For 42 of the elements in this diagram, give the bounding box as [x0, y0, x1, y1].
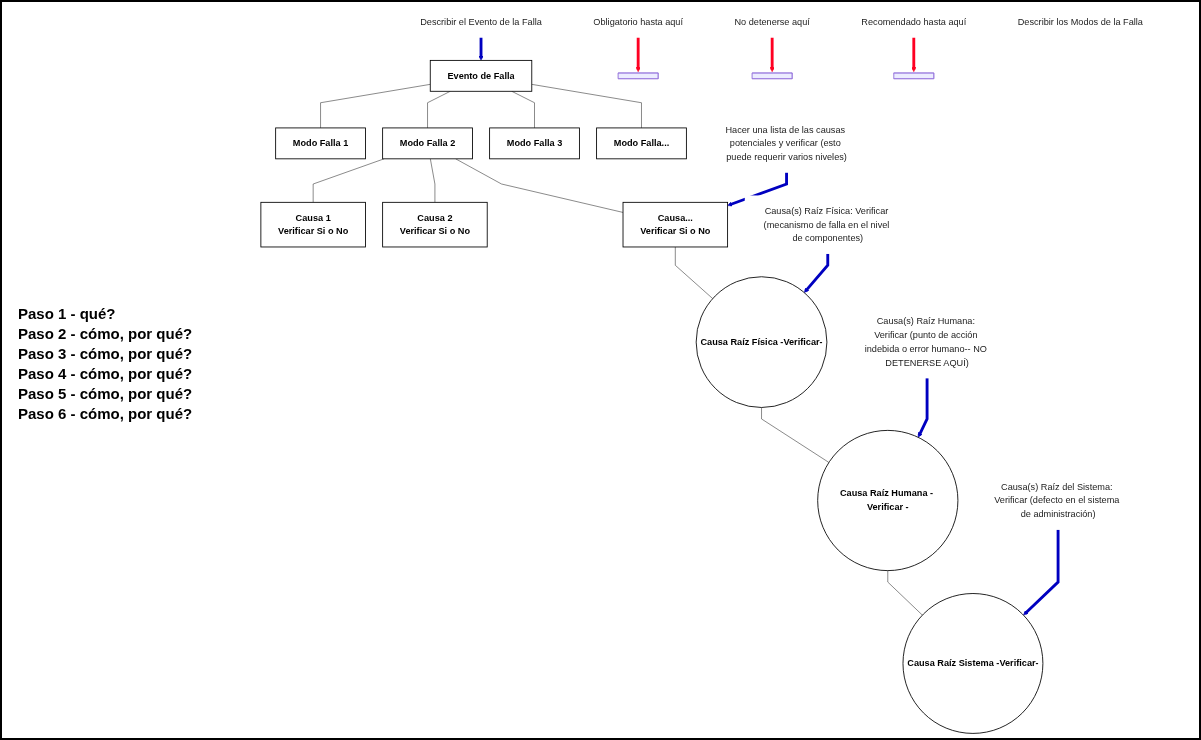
node-text: Causa(s) Raíz del Sistema: Verificar (defecto en el sistema de administración): [994, 481, 1120, 519]
node-text: Obligatorio hasta aquí: [593, 16, 683, 27]
arrow: [804, 253, 830, 293]
step-text: Paso 4 - cómo, por qué?: [18, 365, 194, 382]
node-box: Modo Falla...: [596, 127, 687, 160]
node-circle: Causa Raíz Sistema -Verificar-: [902, 593, 1044, 734]
node-text: Causa(s) Raíz Física: Verificar (mecanismo de falla en el nivel de componentes): [763, 205, 890, 243]
node-box: Causa... Verificar Si o No: [622, 201, 729, 248]
node-box: Causa 2 Verificar Si o No: [382, 201, 488, 248]
node-box: Modo Falla 1: [275, 127, 366, 160]
connector: [430, 158, 436, 203]
node-text: Hacer una lista de las causas potenciales y verificar (esto puede requerir varios niveles): [725, 124, 847, 162]
arrow: [917, 378, 929, 438]
step-text: Paso 6 - cómo, por qué?: [18, 405, 194, 422]
node-text: Causa(s) Raíz Humana: Verificar (punto de acción indebida o error humano-- NO DETENERSE AQUÍ): [864, 316, 987, 368]
node-box: Causa 1 Verificar Si o No: [260, 201, 366, 248]
connector: [675, 246, 713, 299]
step-text: Paso 5 - cómo, por qué?: [18, 385, 194, 402]
connector: [887, 570, 923, 616]
node-box: Modo Falla 3: [489, 127, 580, 160]
connector: [761, 407, 830, 463]
node-box: Evento de Falla: [429, 59, 533, 92]
connector: [531, 84, 642, 129]
step-text: Paso 1 - qué?: [18, 305, 117, 322]
connector: [312, 158, 385, 203]
connector: [455, 158, 624, 213]
node-text: No detenerse aquí: [734, 16, 810, 27]
node-box: Modo Falla 2: [382, 127, 473, 160]
node-text: Describir los Modos de la Falla: [1017, 16, 1143, 27]
step-text: Paso 2 - cómo, por qué?: [18, 325, 194, 342]
node-circle: Causa Raíz Física -Verificar-: [695, 276, 828, 408]
node-text: Describir el Evento de la Falla: [420, 16, 542, 27]
connector: [320, 84, 431, 129]
node-circle: Causa Raíz Humana - Verificar -: [817, 429, 959, 572]
arrow: [1023, 529, 1060, 616]
arrow: [635, 37, 641, 73]
arrow: [727, 172, 788, 207]
arrow: [911, 37, 917, 73]
node-text: Recomendado hasta aquí: [861, 16, 967, 27]
arrow: [478, 37, 484, 61]
step-text: Paso 3 - cómo, por qué?: [18, 345, 194, 362]
arrow: [769, 37, 775, 73]
